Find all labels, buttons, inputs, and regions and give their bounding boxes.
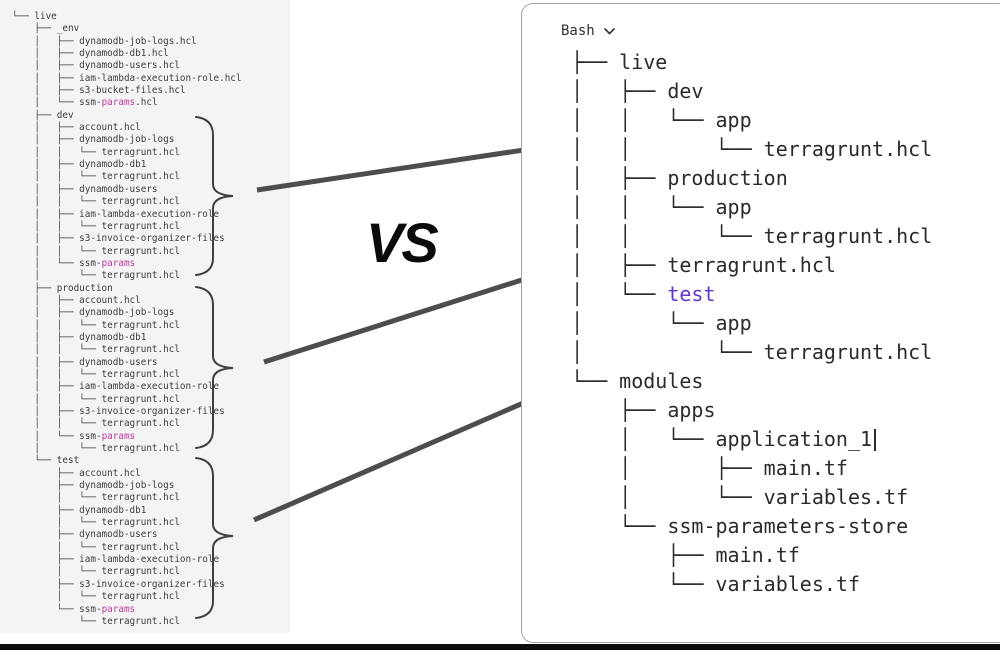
- language-dropdown-label: Bash: [561, 23, 595, 39]
- chevron-down-icon: [603, 27, 615, 34]
- bash-code-panel: Bash ├── live │ ├── dev │ │ └── app │ │ …: [521, 3, 1000, 643]
- right-file-tree: ├── live │ ├── dev │ │ └── app │ │ └── t…: [571, 50, 933, 596]
- vs-label: VS: [366, 211, 439, 274]
- terminal-background: [0, 0, 290, 633]
- language-dropdown[interactable]: Bash: [561, 22, 615, 40]
- arrow-dev-to-live: [256, 140, 563, 193]
- bottom-bar: [0, 644, 1000, 650]
- text-cursor: [874, 429, 877, 451]
- left-file-tree: └── live ├── _env │ ├── dynamodb-job-log…: [12, 11, 242, 627]
